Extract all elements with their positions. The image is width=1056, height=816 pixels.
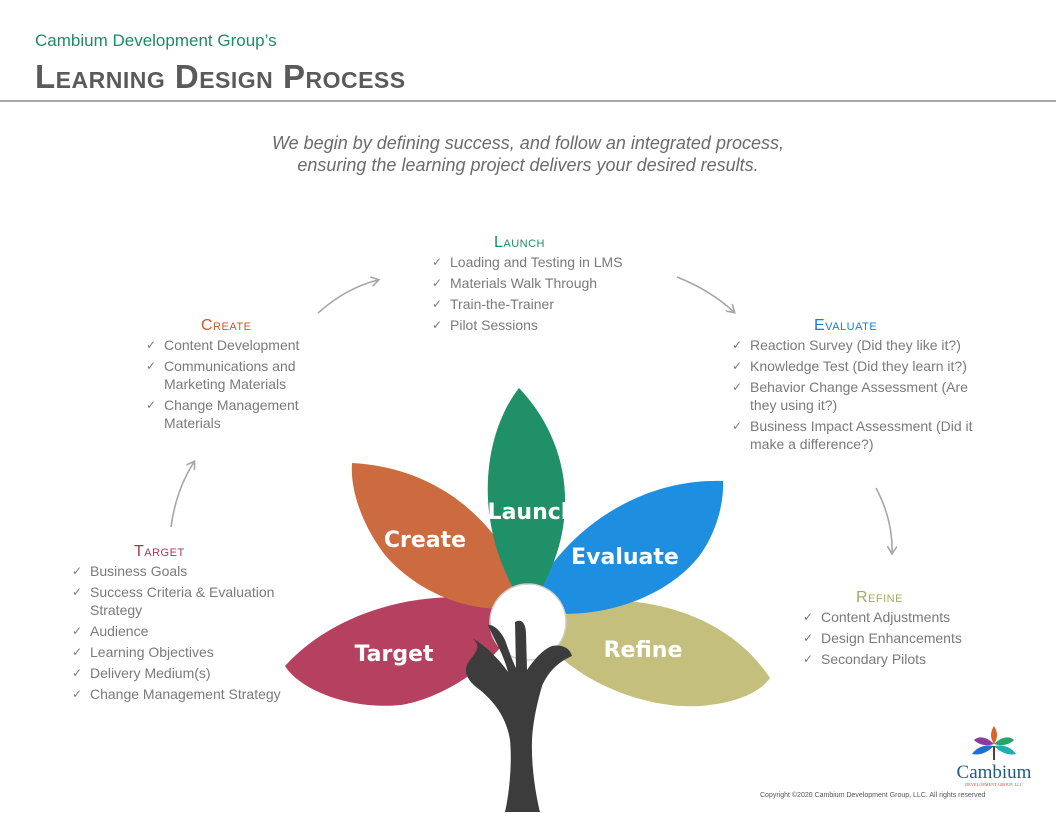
copyright-text: Copyright ©2020 Cambium Development Grou… xyxy=(760,792,986,799)
list-item: Delivery Medium(s) xyxy=(72,664,297,682)
stage-heading-launch: Launch xyxy=(493,234,545,251)
leaf-logo-icon xyxy=(972,726,1016,760)
list-item: Materials Walk Through xyxy=(432,274,627,292)
petal-evaluate xyxy=(525,480,724,614)
list-item: Audience xyxy=(72,622,297,640)
stage-list-refine: Content Adjustments Design Enhancements … xyxy=(803,608,1003,668)
list-item: Communications and Marketing Materials xyxy=(146,357,328,393)
company-subtitle: Cambium Development Group’s xyxy=(35,31,277,50)
list-item: Design Enhancements xyxy=(803,629,1003,647)
logo-tagline: DEVELOPMENT GROUP, LLC xyxy=(965,782,1023,787)
flow-arrow-create-to-launch xyxy=(317,280,378,314)
list-item: Change Management Materials xyxy=(146,396,328,432)
list-item: Secondary Pilots xyxy=(803,650,1003,668)
stage-refine: Refine Content Adjustments Design Enhanc… xyxy=(803,589,1003,668)
stage-heading-refine: Refine xyxy=(856,589,903,606)
stage-launch: Launch Loading and Testing in LMS Materi… xyxy=(432,234,627,334)
flow-arrow-launch-to-evaluate xyxy=(676,276,734,312)
cambium-logo: Cambium DEVELOPMENT GROUP, LLC xyxy=(948,722,1040,792)
list-item: Business Impact Assessment (Did it make … xyxy=(732,417,997,453)
stage-list-target: Business Goals Success Criteria & Evalua… xyxy=(72,562,297,703)
list-item: Behavior Change Assessment (Are they usi… xyxy=(732,378,997,414)
flower-center xyxy=(489,583,567,661)
flow-arrow-target-to-create xyxy=(170,462,194,528)
petal-create xyxy=(351,463,530,609)
petal-label-refine: Refine xyxy=(604,638,683,663)
stage-heading-create: Create xyxy=(201,317,252,334)
page-title: Learning Design Process xyxy=(35,58,406,95)
list-item: Knowledge Test (Did they learn it?) xyxy=(732,357,997,375)
intro-line-2: ensuring the learning project delivers y… xyxy=(297,155,759,175)
stage-heading-target: Target xyxy=(134,543,185,560)
intro-text: We begin by defining success, and follow… xyxy=(180,132,876,176)
list-item: Loading and Testing in LMS xyxy=(432,253,627,271)
flow-arrow-evaluate-to-refine xyxy=(875,487,892,553)
intro-line-1: We begin by defining success, and follow… xyxy=(272,133,784,153)
stage-list-create: Content Development Communications and M… xyxy=(146,336,328,432)
petal-label-target: Target xyxy=(354,642,434,667)
list-item: Pilot Sessions xyxy=(432,316,627,334)
petal-label-launch: Launch xyxy=(488,500,577,525)
petal-label-evaluate: Evaluate xyxy=(571,545,679,570)
stage-target: Target Business Goals Success Criteria &… xyxy=(72,543,297,703)
stage-create: Create Content Development Communication… xyxy=(146,317,328,432)
list-item: Content Development xyxy=(146,336,328,354)
petal-refine xyxy=(525,600,770,707)
logo-wordmark: Cambium xyxy=(956,762,1032,783)
title-divider xyxy=(0,100,1056,102)
stage-list-launch: Loading and Testing in LMS Materials Wal… xyxy=(432,253,627,334)
list-item: Train-the-Trainer xyxy=(432,295,627,313)
petal-target xyxy=(285,597,522,706)
petal-launch xyxy=(487,388,566,610)
list-item: Learning Objectives xyxy=(72,643,297,661)
hand-icon xyxy=(465,620,572,812)
list-item: Content Adjustments xyxy=(803,608,1003,626)
stage-evaluate: Evaluate Reaction Survey (Did they like … xyxy=(732,317,997,453)
list-item: Success Criteria & Evaluation Strategy xyxy=(72,583,297,619)
list-item: Change Management Strategy xyxy=(72,685,297,703)
stage-list-evaluate: Reaction Survey (Did they like it?) Know… xyxy=(732,336,997,453)
list-item: Business Goals xyxy=(72,562,297,580)
list-item: Reaction Survey (Did they like it?) xyxy=(732,336,997,354)
petal-label-create: Create xyxy=(384,528,466,553)
stage-heading-evaluate: Evaluate xyxy=(814,317,878,334)
